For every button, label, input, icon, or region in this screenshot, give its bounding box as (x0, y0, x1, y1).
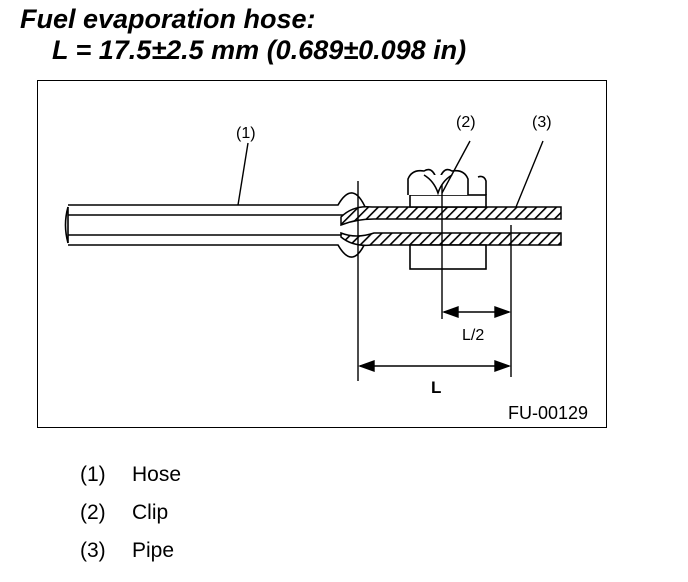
dimension-full-label: L (431, 378, 441, 397)
hose (64, 192, 367, 258)
pipe (340, 205, 562, 247)
leader-hose (237, 142, 249, 206)
callout-clip: (2) (456, 114, 476, 131)
legend-label: Pipe (132, 539, 175, 562)
legend-number: (3) (80, 539, 106, 562)
title-line-2: L = 17.5±2.5 mm (0.689±0.098 in) (52, 35, 467, 65)
diagram-svg: (1) (2) (3) L/2 L FU-00129 (64, 114, 588, 423)
title-line-1: Fuel evaporation hose: (20, 4, 316, 34)
figure-code: FU-00129 (508, 403, 588, 423)
legend-label: Clip (132, 501, 169, 524)
legend: (1) Hose (2) Clip (3) Pipe (80, 456, 181, 570)
dimension-half-label: L/2 (462, 327, 484, 344)
leader-pipe (515, 140, 544, 208)
page-title: Fuel evaporation hose: L = 17.5±2.5 mm (… (20, 4, 466, 66)
callout-pipe: (3) (532, 114, 552, 131)
legend-number: (2) (80, 501, 106, 524)
legend-item: (2) Clip (80, 494, 181, 532)
legend-label: Hose (132, 463, 182, 486)
leader-clip (441, 140, 471, 194)
legend-item: (1) Hose (80, 456, 181, 494)
legend-number: (1) (80, 463, 106, 486)
dimension-full (357, 360, 512, 372)
hose-clip-diagram: (1) (2) (3) L/2 L FU-00129 (37, 80, 607, 428)
dimension-half (441, 306, 512, 318)
callout-hose: (1) (236, 125, 256, 142)
legend-item: (3) Pipe (80, 532, 181, 570)
clip (407, 168, 487, 270)
